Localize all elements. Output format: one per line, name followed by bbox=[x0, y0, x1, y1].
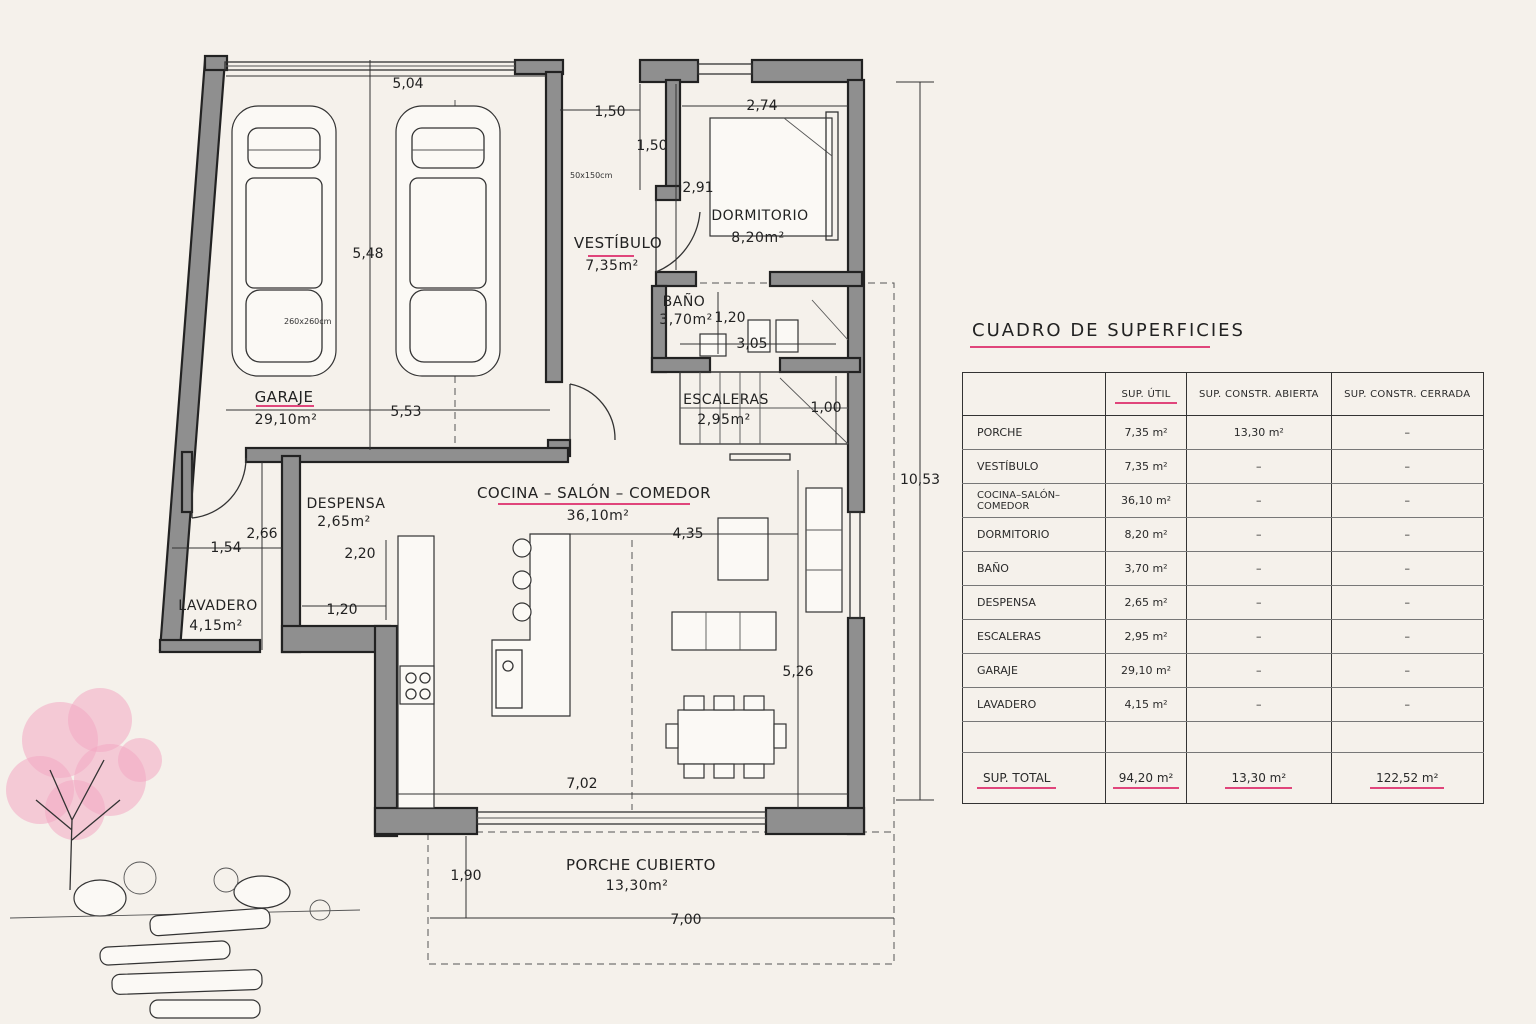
walls bbox=[158, 54, 866, 838]
dormitorio-area: 8,20m² bbox=[731, 230, 784, 246]
cocina-name: COCINA – SALÓN – COMEDOR bbox=[477, 483, 711, 502]
dim-total-depth: 10,53 bbox=[900, 472, 940, 488]
dim-despensa-d: 2,20 bbox=[344, 546, 375, 562]
table-title: CUADRO DE SUPERFICIES bbox=[972, 320, 1245, 341]
shrubs bbox=[9, 861, 361, 921]
porch-outline bbox=[427, 831, 895, 965]
cocina-area: 36,10m² bbox=[567, 508, 630, 524]
kitchen bbox=[397, 533, 571, 809]
dim-porch-w: 7,00 bbox=[670, 912, 701, 928]
car-right bbox=[395, 105, 501, 377]
dim-living-d: 5,26 bbox=[782, 664, 813, 680]
note-garage-door: 260x260cm bbox=[284, 317, 332, 326]
table-blank-row bbox=[962, 721, 1485, 753]
table-total-row: SUP. TOTAL 94,20 m² 13,30 m² 122,52 m² bbox=[962, 752, 1485, 804]
dim-despensa-w: 1,20 bbox=[326, 602, 357, 618]
dim-vest-top: 1,50 bbox=[594, 104, 625, 120]
dim-garage-inner: 5,53 bbox=[390, 404, 421, 420]
stepping-stones bbox=[99, 907, 271, 1019]
dim-bed-depth: 2,91 bbox=[682, 180, 713, 196]
header-abierta: SUP. CONSTR. ABIERTA bbox=[1186, 372, 1332, 416]
dim-lav-w: 1,54 bbox=[210, 540, 241, 556]
note-hall-window: 50x150cm bbox=[570, 171, 613, 180]
garaje-name: GARAJE bbox=[255, 388, 314, 406]
despensa-name: DESPENSA bbox=[307, 496, 386, 512]
garaje-area: 29,10m² bbox=[255, 412, 318, 428]
total-util: 94,20 m² bbox=[1112, 771, 1180, 789]
total-abierta: 13,30 m² bbox=[1225, 771, 1293, 789]
vestibulo-area: 7,35m² bbox=[585, 258, 638, 274]
roof-overhang-line bbox=[700, 282, 895, 832]
table-title-underline bbox=[970, 346, 1210, 348]
dimension-lines bbox=[172, 60, 934, 919]
header-util: SUP. ÚTIL bbox=[1104, 372, 1188, 416]
vestibulo-name: VESTÍBULO bbox=[574, 233, 662, 252]
dim-porch-d: 1,90 bbox=[450, 868, 481, 884]
dim-bed-width: 2,74 bbox=[746, 98, 777, 114]
dim-living-total: 7,02 bbox=[566, 776, 597, 792]
porche-area: 13,30m² bbox=[606, 878, 669, 894]
table-header-row: SUP. ÚTIL SUP. CONSTR. ABIERTA SUP. CONS… bbox=[962, 372, 1485, 416]
dim-vest-side: 1,50 bbox=[636, 138, 667, 154]
stairs bbox=[679, 371, 849, 445]
living-furniture bbox=[665, 487, 843, 779]
header-cerrada: SUP. CONSTR. CERRADA bbox=[1330, 372, 1485, 416]
bano-name: BAÑO bbox=[663, 293, 706, 310]
lavadero-area: 4,15m² bbox=[189, 618, 242, 634]
despensa-area: 2,65m² bbox=[317, 514, 370, 530]
bano-area: 3,70m² bbox=[659, 312, 712, 328]
total-cerrada: 122,52 m² bbox=[1370, 771, 1445, 789]
dim-lav-d: 2,66 bbox=[246, 526, 277, 542]
areas-table: SUP. ÚTIL SUP. CONSTR. ABIERTA SUP. CONS… bbox=[962, 372, 1485, 804]
dim-bath-w: 1,20 bbox=[714, 310, 745, 326]
dim-bath-l: 3,05 bbox=[736, 336, 767, 352]
bed bbox=[709, 111, 839, 241]
porche-name: PORCHE CUBIERTO bbox=[566, 856, 716, 874]
escaleras-area: 2,95m² bbox=[697, 412, 750, 428]
dormitorio-name: DORMITORIO bbox=[711, 208, 808, 224]
car-left bbox=[231, 105, 337, 377]
tree-illustration bbox=[6, 688, 162, 891]
dim-garage-depth: 5,48 bbox=[352, 246, 383, 262]
header-name bbox=[962, 372, 1106, 416]
dim-garage-width: 5,04 bbox=[392, 76, 423, 92]
lavadero-name: LAVADERO bbox=[178, 598, 257, 614]
total-label: SUP. TOTAL bbox=[977, 771, 1057, 789]
bath-fixtures bbox=[699, 299, 849, 357]
escaleras-name: ESCALERAS bbox=[683, 392, 769, 408]
dim-living-w: 4,35 bbox=[672, 526, 703, 542]
dim-stairs: 1,00 bbox=[810, 400, 841, 416]
